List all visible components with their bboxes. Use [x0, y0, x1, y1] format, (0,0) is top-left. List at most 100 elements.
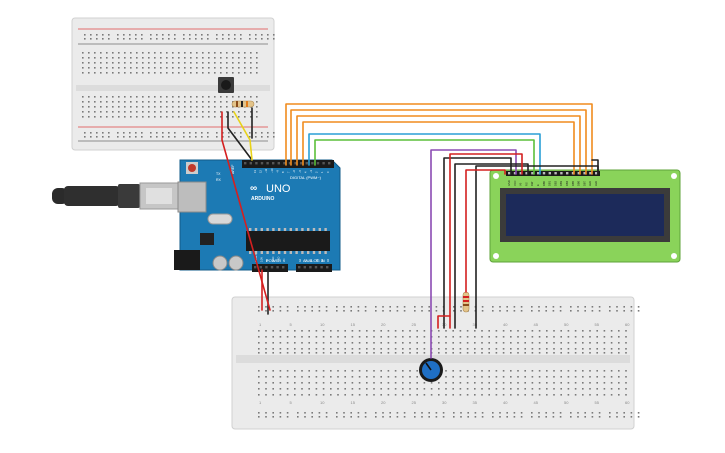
breadboard-hole[interactable]	[267, 136, 269, 138]
breadboard-hole[interactable]	[208, 62, 210, 64]
breadboard-hole[interactable]	[596, 388, 598, 390]
breadboard-hole[interactable]	[154, 111, 156, 113]
breadboard-hole[interactable]	[258, 376, 260, 378]
breadboard-hole[interactable]	[265, 416, 267, 418]
breadboard-hole[interactable]	[172, 106, 174, 108]
breadboard-hole[interactable]	[178, 52, 180, 54]
breadboard-hole[interactable]	[591, 416, 594, 418]
breadboard-hole[interactable]	[625, 376, 627, 378]
breadboard-hole[interactable]	[168, 34, 170, 36]
breadboard-hole[interactable]	[618, 348, 620, 350]
lcd-pin[interactable]	[531, 172, 534, 175]
breadboard-hole[interactable]	[495, 352, 498, 354]
breadboard-hole[interactable]	[366, 394, 368, 396]
breadboard-hole[interactable]	[135, 136, 137, 138]
breadboard-hole[interactable]	[117, 34, 119, 36]
breadboard-hole[interactable]	[202, 67, 204, 69]
breadboard-hole[interactable]	[214, 57, 216, 59]
lcd-pin[interactable]	[508, 172, 511, 175]
breadboard-hole[interactable]	[452, 376, 454, 378]
breadboard-hole[interactable]	[142, 106, 144, 108]
breadboard-hole[interactable]	[596, 352, 598, 354]
breadboard-hole[interactable]	[596, 348, 598, 350]
breadboard-hole[interactable]	[129, 34, 131, 36]
breadboard-hole[interactable]	[286, 310, 289, 312]
breadboard-hole[interactable]	[510, 352, 512, 354]
breadboard-hole[interactable]	[560, 336, 562, 338]
breadboard-hole[interactable]	[88, 111, 90, 113]
breadboard-hole[interactable]	[196, 72, 198, 74]
breadboard-hole[interactable]	[184, 116, 186, 118]
breadboard-hole[interactable]	[403, 412, 406, 414]
breadboard-hole[interactable]	[178, 67, 180, 69]
breadboard-hole[interactable]	[286, 382, 289, 384]
breadboard-hole[interactable]	[142, 67, 144, 69]
breadboard-hole[interactable]	[160, 62, 162, 64]
breadboard-hole[interactable]	[129, 132, 131, 134]
breadboard-hole[interactable]	[502, 370, 505, 372]
breadboard-hole[interactable]	[240, 38, 242, 40]
breadboard-hole[interactable]	[226, 72, 228, 74]
breadboard-hole[interactable]	[524, 382, 526, 384]
breadboard-hole[interactable]	[394, 336, 397, 338]
breadboard-hole[interactable]	[603, 352, 606, 354]
breadboard-hole[interactable]	[214, 116, 216, 118]
breadboard-hole[interactable]	[499, 412, 501, 414]
breadboard-hole[interactable]	[414, 306, 416, 308]
breadboard-hole[interactable]	[351, 388, 354, 390]
breadboard-hole[interactable]	[421, 310, 423, 312]
breadboard-hole[interactable]	[96, 34, 98, 36]
breadboard-hole[interactable]	[373, 348, 375, 350]
breadboard-hole[interactable]	[265, 342, 267, 344]
breadboard-hole[interactable]	[255, 132, 257, 134]
breadboard-hole[interactable]	[382, 306, 384, 308]
breadboard-hole[interactable]	[256, 57, 258, 59]
breadboard-hole[interactable]	[178, 116, 180, 118]
breadboard-hole[interactable]	[364, 412, 367, 414]
breadboard-hole[interactable]	[315, 388, 318, 390]
breadboard-hole[interactable]	[380, 388, 382, 390]
breadboard-hole[interactable]	[148, 101, 150, 103]
breadboard-hole[interactable]	[517, 330, 519, 332]
breadboard-hole[interactable]	[591, 412, 594, 414]
breadboard-hole[interactable]	[577, 412, 579, 414]
breadboard-hole[interactable]	[552, 306, 555, 308]
breadboard-hole[interactable]	[129, 136, 131, 138]
breadboard-hole[interactable]	[330, 394, 332, 396]
breadboard-hole[interactable]	[279, 370, 282, 372]
breadboard-hole[interactable]	[466, 336, 469, 338]
breadboard-hole[interactable]	[96, 136, 98, 138]
breadboard-hole[interactable]	[232, 116, 234, 118]
breadboard-hole[interactable]	[416, 330, 418, 332]
breadboard-hole[interactable]	[315, 348, 318, 350]
breadboard-hole[interactable]	[136, 52, 138, 54]
breadboard-hole[interactable]	[308, 382, 310, 384]
breadboard-hole[interactable]	[279, 412, 282, 414]
breadboard-hole[interactable]	[94, 96, 96, 98]
breadboard-hole[interactable]	[124, 57, 126, 59]
breadboard-hole[interactable]	[589, 348, 591, 350]
breadboard-hole[interactable]	[380, 370, 382, 372]
breadboard-hole[interactable]	[100, 116, 102, 118]
breadboard-hole[interactable]	[100, 62, 102, 64]
breadboard-hole[interactable]	[272, 388, 274, 390]
breadboard-hole[interactable]	[272, 394, 274, 396]
breadboard-hole[interactable]	[90, 34, 92, 36]
breadboard-hole[interactable]	[382, 310, 384, 312]
breadboard-hole[interactable]	[382, 412, 384, 414]
breadboard-hole[interactable]	[373, 336, 375, 338]
breadboard-hole[interactable]	[304, 412, 306, 414]
breadboard-hole[interactable]	[538, 416, 540, 418]
lcd-pin[interactable]	[519, 172, 522, 175]
breadboard-hole[interactable]	[552, 416, 555, 418]
breadboard-hole[interactable]	[574, 330, 577, 332]
breadboard-hole[interactable]	[574, 388, 577, 390]
breadboard-hole[interactable]	[618, 342, 620, 344]
breadboard-hole[interactable]	[238, 96, 240, 98]
breadboard-hole[interactable]	[318, 306, 321, 308]
breadboard-hole[interactable]	[82, 67, 84, 69]
breadboard-hole[interactable]	[123, 38, 125, 40]
breadboard-hole[interactable]	[574, 394, 577, 396]
breadboard-hole[interactable]	[208, 111, 210, 113]
breadboard-hole[interactable]	[589, 388, 591, 390]
